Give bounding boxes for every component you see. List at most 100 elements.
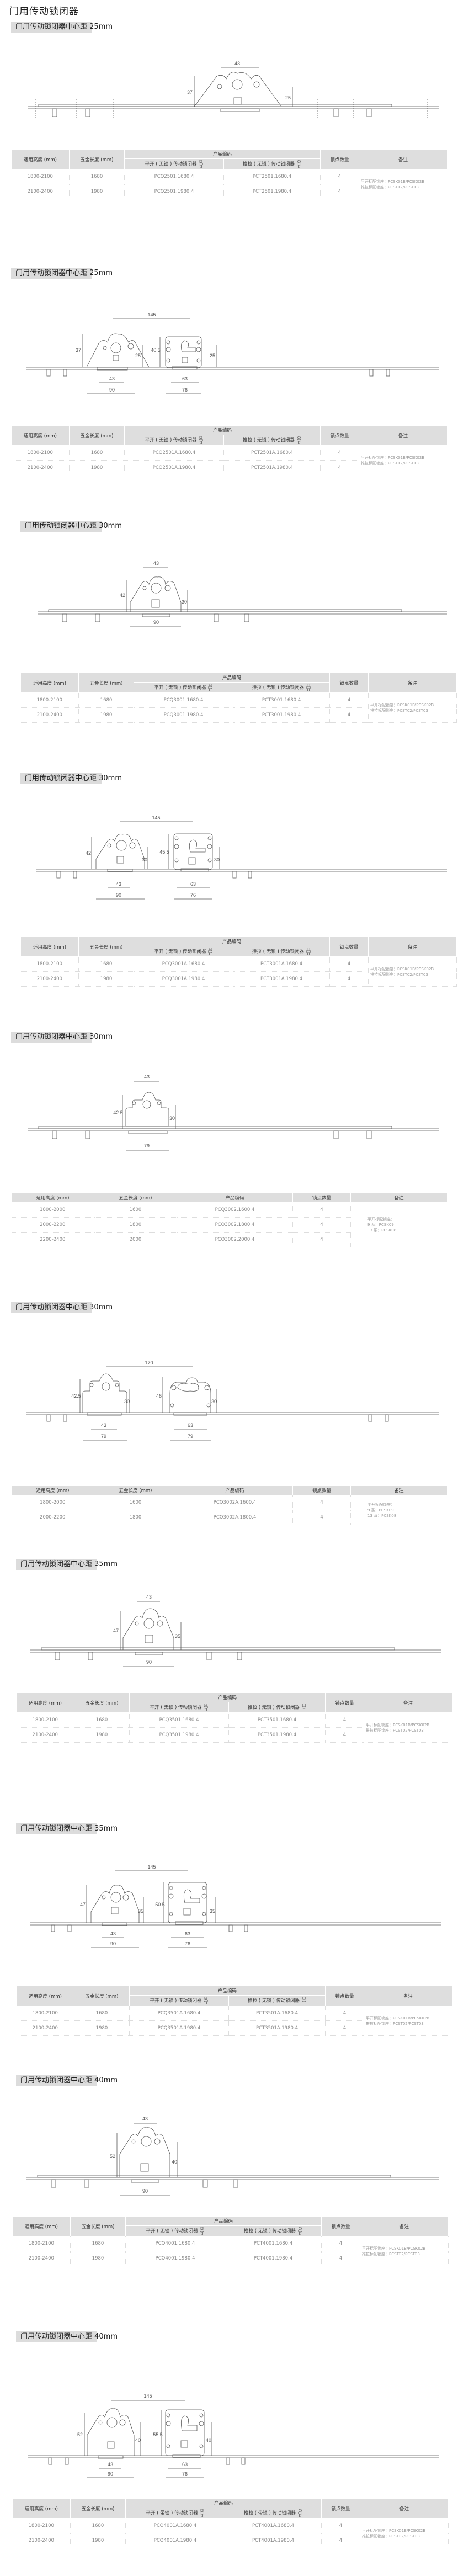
lock-drawing: 145 37 25 40.5 25 43 90 63 76 — [0, 312, 469, 411]
single-gearbox-drawing-icon: 43 47 35 90 — [30, 1594, 441, 1667]
spec-table: 适用高度 (mm)五金长度 (mm)产品编码锁点数量备注 平开 ( 无锁 ) 传… — [16, 1986, 453, 2036]
svg-text:63: 63 — [190, 881, 196, 887]
lock-pin-icon — [306, 684, 311, 691]
svg-text:30: 30 — [169, 1115, 175, 1121]
svg-text:42.5: 42.5 — [71, 1393, 81, 1399]
svg-text:47: 47 — [80, 1902, 86, 1907]
svg-text:25: 25 — [135, 353, 141, 358]
lock-pin-icon — [296, 436, 301, 444]
section-title: 门用传动锁闭器中心距 40mm — [16, 2075, 118, 2086]
svg-text:90: 90 — [153, 620, 159, 625]
svg-text:79: 79 — [144, 1143, 150, 1149]
svg-text:40.5: 40.5 — [151, 347, 161, 353]
spec-table: 适用高度 (mm)五金长度 (mm)产品编码锁点数量备注 平开 ( 无锁 ) 传… — [11, 425, 448, 475]
svg-text:42: 42 — [86, 850, 91, 856]
svg-text:90: 90 — [108, 2471, 113, 2477]
col-height-header: 适用高度 (mm) — [11, 149, 70, 170]
svg-text:45.5: 45.5 — [159, 849, 169, 855]
col-casement-header: 平开 ( 无锁 ) 传动锁闭器 — [124, 158, 224, 170]
svg-text:63: 63 — [185, 1931, 190, 1937]
svg-text:35: 35 — [138, 1908, 143, 1914]
lock-pin-icon — [199, 436, 204, 444]
lock-pin-icon — [306, 948, 311, 955]
section-title: 门用传动锁闭器中心距 30mm — [11, 1032, 113, 1043]
svg-text:52: 52 — [110, 2154, 115, 2159]
svg-text:90: 90 — [116, 892, 121, 898]
section-title: 门用传动锁闭器中心距 25mm — [11, 22, 113, 33]
spec-table: 适用高度 (mm)五金长度 (mm)产品编码锁点数量备注 平开 ( 无锁 ) 传… — [20, 937, 457, 987]
dual-gearbox-drawing-icon: 145 37 25 40.5 25 43 90 63 76 — [26, 312, 439, 394]
svg-text:40: 40 — [135, 2437, 141, 2443]
svg-text:35: 35 — [210, 1908, 215, 1914]
lock-drawing: 145 52 40 55.5 40 43 90 63 76 — [0, 2381, 469, 2483]
single-gearbox-drawing-icon: 43 52 40 90 — [26, 2116, 439, 2196]
svg-text:43: 43 — [142, 2116, 148, 2122]
svg-text:37: 37 — [187, 89, 193, 95]
svg-text:47: 47 — [113, 1628, 119, 1633]
lock-pin-icon — [301, 1704, 306, 1711]
lock-drawing: 145 42 30 45.5 30 43 90 63 76 — [0, 816, 469, 913]
svg-text:145: 145 — [147, 312, 156, 318]
svg-text:90: 90 — [110, 1941, 116, 1946]
svg-text:63: 63 — [182, 376, 188, 382]
lock-pin-icon — [200, 2509, 205, 2517]
section-title: 门用传动锁闭器中心距 35mm — [16, 1823, 118, 1834]
spec-table: 适用高度 (mm)五金长度 (mm)产品编码锁点数量备注 平开 ( 无锁 ) 传… — [16, 1692, 453, 1743]
svg-text:63: 63 — [188, 1422, 193, 1428]
lock-drawing: 43 42 30 90 — [0, 559, 469, 637]
single-gearbox-drawing-icon: 43 42 30 90 — [38, 560, 447, 627]
lock-drawing: 145 47 35 50.5 35 43 90 63 76 — [0, 1863, 469, 1951]
svg-text:30: 30 — [211, 1399, 217, 1404]
svg-text:30: 30 — [124, 1399, 130, 1404]
svg-text:43: 43 — [101, 1422, 106, 1428]
svg-text:43: 43 — [108, 2462, 113, 2467]
lock-pin-icon — [297, 2509, 302, 2517]
flat-dual-gearbox-drawing-icon: 170 42.5 30 46 30 43 79 63 79 — [26, 1360, 439, 1441]
lock-pin-icon — [199, 160, 204, 168]
svg-text:145: 145 — [143, 2393, 152, 2399]
svg-text:43: 43 — [110, 1931, 116, 1937]
lock-drawing: 43 42.5 30 79 — [0, 1070, 469, 1159]
spec-table: 适用高度 (mm)五金长度 (mm)产品编码锁点数量备注 平开 ( 无锁 ) 传… — [11, 149, 448, 199]
svg-text:145: 145 — [152, 816, 160, 821]
single-gearbox-drawing-icon: 43 37 25 — [28, 61, 439, 118]
lock-pin-icon — [204, 1997, 209, 2004]
svg-text:90: 90 — [109, 387, 115, 393]
lock-pin-icon — [204, 1704, 209, 1711]
svg-text:170: 170 — [145, 1360, 153, 1366]
section-title: 门用传动锁闭器中心距 30mm — [20, 773, 122, 784]
svg-text:30: 30 — [182, 599, 187, 605]
svg-text:42.5: 42.5 — [113, 1110, 123, 1115]
col-sliding-header: 推拉 ( 无锁 ) 传动锁闭器 — [223, 158, 321, 170]
lock-pin-icon — [301, 1997, 306, 2004]
svg-text:63: 63 — [182, 2462, 188, 2467]
dual-gearbox-drawing-icon: 145 52 40 55.5 40 43 90 63 76 — [28, 2393, 439, 2478]
section-title: 门用传动锁闭器中心距 40mm — [16, 2331, 118, 2342]
svg-text:76: 76 — [185, 1941, 190, 1946]
svg-text:42: 42 — [120, 593, 125, 598]
svg-text:90: 90 — [146, 1659, 152, 1665]
svg-text:145: 145 — [147, 1864, 156, 1870]
